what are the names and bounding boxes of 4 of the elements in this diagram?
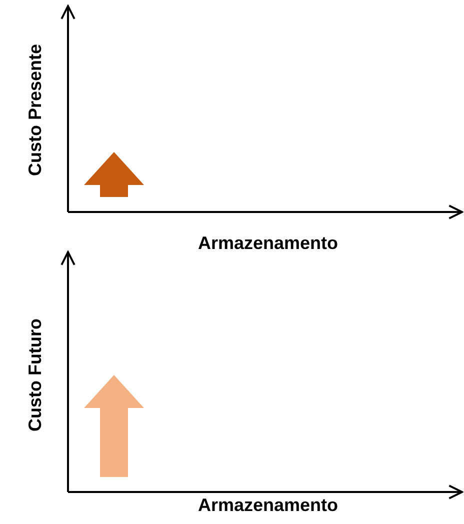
axis-title: Custo Futuro <box>26 318 44 432</box>
axis-title: Armazenamento <box>198 234 338 252</box>
axis-title: Armazenamento <box>198 496 338 514</box>
axis-title: Custo Presente <box>26 44 44 176</box>
